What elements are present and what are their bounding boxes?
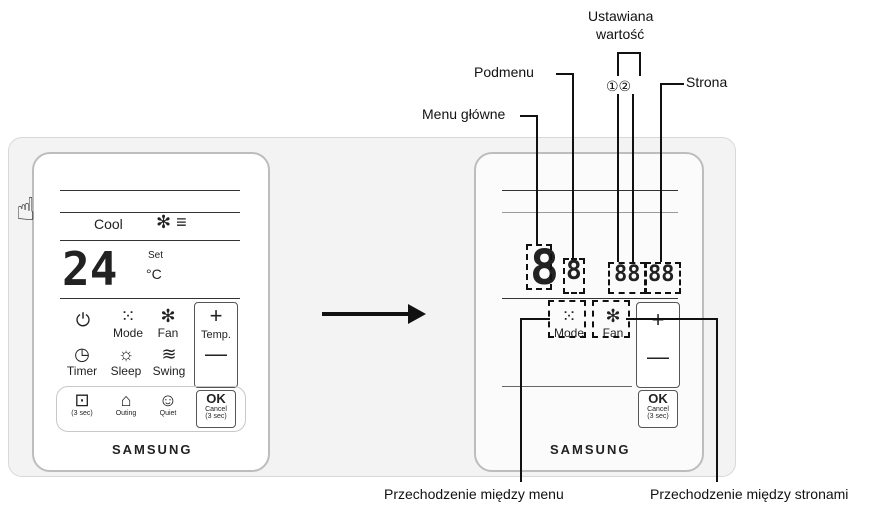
sleep-icon: ☼ xyxy=(117,344,135,364)
display-line-bottom xyxy=(60,298,240,299)
unit-label: °C xyxy=(146,266,162,282)
main-menu-highlight xyxy=(526,244,552,290)
nav-pages-annotation: Przechodzenie między stronami xyxy=(650,486,849,502)
hand-press-icon: ☝ xyxy=(16,191,36,227)
cancel-label: Cancel xyxy=(647,406,669,413)
mode-button-highlight xyxy=(548,300,586,338)
leader-value1 xyxy=(617,94,619,262)
power-button[interactable]: ⏻ xyxy=(68,310,98,330)
fan-icon: ✻ xyxy=(605,306,621,326)
leader-submenu xyxy=(556,73,574,75)
submenu-digit: 8 xyxy=(566,256,582,286)
swing-icon: ≋ xyxy=(161,344,177,364)
display-line-mode xyxy=(502,212,678,213)
leader-value-bracket xyxy=(617,52,641,54)
display-line-top xyxy=(502,190,678,191)
set-label: Set xyxy=(148,250,164,261)
cancel-sublabel: (3 sec) xyxy=(205,413,227,420)
plus-icon: + xyxy=(637,303,679,337)
swing-label: Swing xyxy=(152,364,186,378)
ok-button[interactable]: OK Cancel (3 sec) xyxy=(638,390,678,428)
sleep-button[interactable]: ☼Sleep xyxy=(106,344,146,378)
nav-menu-annotation: Przechodzenie między menu xyxy=(384,486,564,502)
mode-button[interactable]: ⁙Mode xyxy=(108,306,148,340)
transition-arrow xyxy=(322,304,426,324)
fan-button[interactable]: ✻Fan xyxy=(150,306,186,340)
leader-page-v xyxy=(660,83,662,262)
ok-button[interactable]: OK Cancel (3 sec) xyxy=(196,390,236,428)
brand-logo: SAMSUNG xyxy=(112,442,193,457)
brand-logo: SAMSUNG xyxy=(550,442,631,457)
display-line-temp xyxy=(60,240,240,241)
display-line-mode xyxy=(60,212,240,213)
sleep-label: Sleep xyxy=(110,364,142,378)
value-marks: ①② xyxy=(606,78,632,94)
mode-text: Cool xyxy=(94,216,123,232)
leader-nav-pages-h xyxy=(626,318,718,320)
display-line-top xyxy=(60,190,240,191)
leader-nav-menu-h xyxy=(520,318,550,320)
display-line-lower xyxy=(502,386,632,387)
fan-label: Fan xyxy=(157,326,179,340)
temp-button[interactable]: + Temp. — xyxy=(194,302,238,388)
temperature-display: 24 xyxy=(62,242,118,296)
quiet-button[interactable]: ☺Quiet xyxy=(150,390,186,417)
lock-button[interactable]: ⊡(3 sec) xyxy=(64,390,100,417)
display-line-bottom xyxy=(502,298,678,299)
leader-main-menu xyxy=(520,115,538,117)
leader-page xyxy=(660,83,684,85)
leader-value2 xyxy=(632,94,634,262)
quiet-label: Quiet xyxy=(159,410,177,417)
fan-button-highlight xyxy=(592,300,630,338)
remote-controller-before: Cool ✻ ≡ 24 Set °C ⏻ ⁙Mode ✻Fan + Temp. … xyxy=(32,152,270,472)
timer-button[interactable]: ◷Timer xyxy=(62,344,102,378)
submenu-highlight xyxy=(563,258,585,294)
mode-icon: ⁙ xyxy=(561,306,577,326)
bottom-button-group xyxy=(56,386,246,432)
timer-icon: ◷ xyxy=(74,344,90,364)
leader-nav-menu-v xyxy=(520,318,522,482)
main-menu-annotation: Menu główne xyxy=(422,106,506,122)
remote-controller-after: 8 8 88 88 ⁙Mode ✻Fan + — OK Cancel (3 se… xyxy=(474,152,704,472)
lock-icon: ⊡ xyxy=(74,390,90,410)
leader-value-bracket-r xyxy=(639,52,641,76)
leader-submenu-v xyxy=(572,73,574,259)
timer-label: Timer xyxy=(66,364,98,378)
page-highlight xyxy=(645,262,681,294)
minus-icon: — xyxy=(205,341,227,366)
submenu-annotation: Podmenu xyxy=(474,64,534,80)
minus-icon: — xyxy=(647,344,669,369)
leader-main-menu-v xyxy=(536,115,538,245)
value-highlight xyxy=(608,262,646,294)
plus-icon: + xyxy=(209,303,223,328)
quiet-icon: ☺ xyxy=(158,390,178,410)
page-digits: 88 xyxy=(648,262,675,287)
cancel-label: Cancel xyxy=(205,406,227,413)
power-icon: ⏻ xyxy=(75,310,91,330)
ok-label: OK xyxy=(206,391,226,406)
fan-icon: ✻ xyxy=(160,306,176,326)
fan-icon: ✻ ≡ xyxy=(156,212,187,232)
temp-button[interactable]: + — xyxy=(636,302,680,388)
page-annotation: Strona xyxy=(686,74,728,90)
mode-icon: ⁙ xyxy=(120,306,136,326)
lock-sublabel: (3 sec) xyxy=(71,410,93,417)
leader-value-bracket-l xyxy=(617,52,619,76)
value-digits: 88 xyxy=(614,262,641,287)
leader-nav-pages-v xyxy=(716,318,718,482)
ok-label: OK xyxy=(648,391,668,406)
temp-label: Temp. xyxy=(201,329,231,341)
swing-button[interactable]: ≋Swing xyxy=(148,344,190,378)
mode-label: Mode xyxy=(112,326,144,340)
cancel-sublabel: (3 sec) xyxy=(647,413,669,420)
main-menu-digit: 8 xyxy=(530,240,559,296)
outing-icon: ⌂ xyxy=(120,390,132,410)
outing-label: Outing xyxy=(115,410,137,417)
value-title-line2: wartość xyxy=(596,26,645,42)
value-title-line1: Ustawiana xyxy=(588,8,654,24)
outing-button[interactable]: ⌂Outing xyxy=(106,390,146,417)
